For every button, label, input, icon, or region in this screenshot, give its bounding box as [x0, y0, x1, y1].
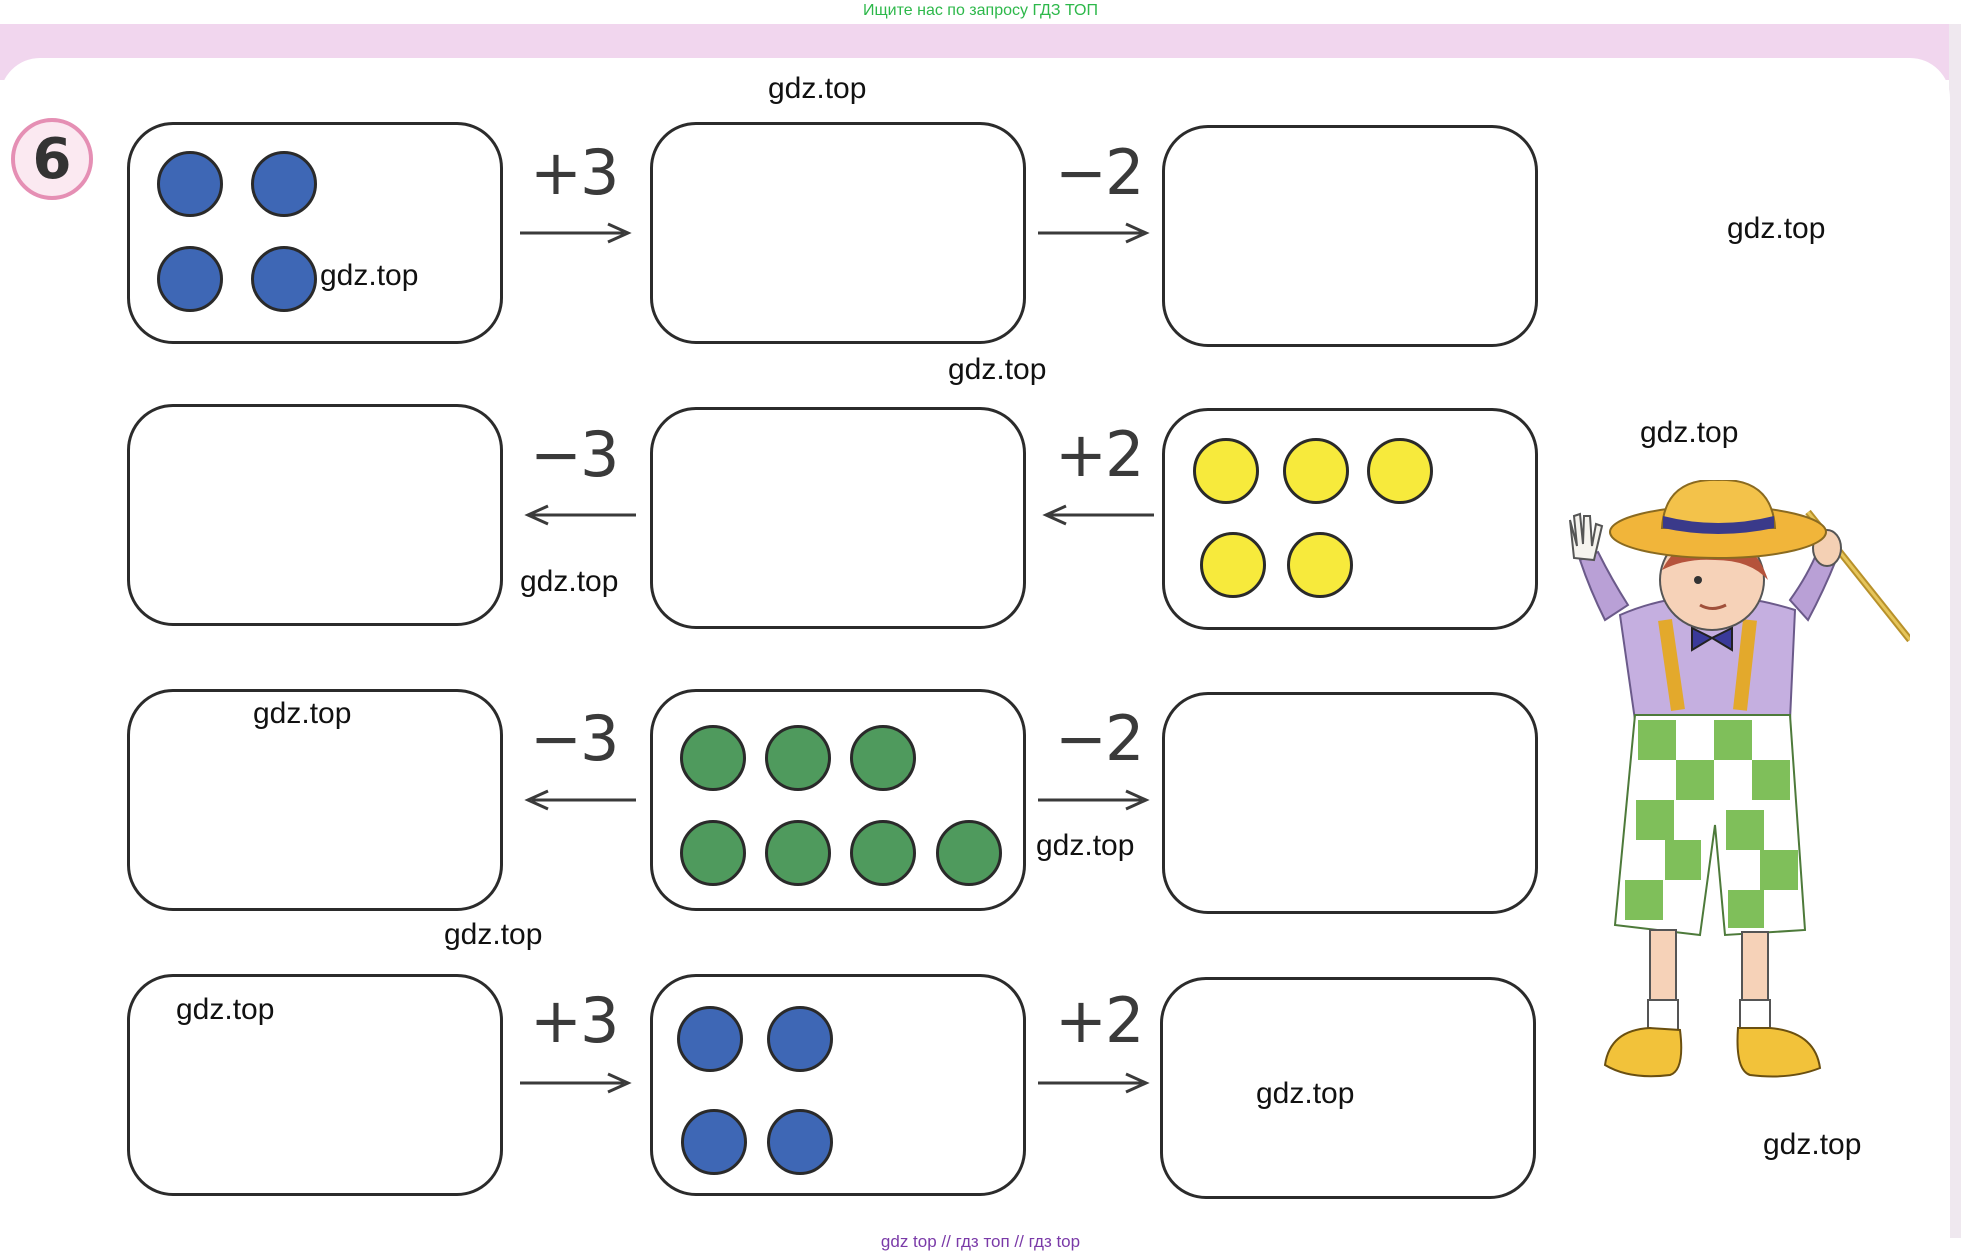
- task-number-badge: 6: [11, 118, 93, 200]
- watermark-text: gdz.top: [176, 993, 275, 1026]
- counter-dot: [1287, 532, 1353, 598]
- watermark-text: gdz.top: [320, 259, 419, 292]
- answer-box-r4-c3[interactable]: [1160, 977, 1536, 1199]
- counter-dot: [1367, 438, 1433, 504]
- counter-dot: [850, 820, 916, 886]
- answer-box-r4-c1[interactable]: [127, 974, 503, 1196]
- operation-label: +2: [1055, 984, 1144, 1057]
- operation-label: +2: [1055, 418, 1144, 491]
- arrow-left-icon: [1042, 504, 1154, 526]
- page-edge: [1949, 24, 1961, 1238]
- watermark-text: gdz.top: [1256, 1077, 1355, 1110]
- counter-dot: [677, 1006, 743, 1072]
- counter-dot: [936, 820, 1002, 886]
- answer-box-r2-c1[interactable]: [127, 404, 503, 626]
- counter-dot: [157, 246, 223, 312]
- operation-label: −2: [1055, 136, 1144, 209]
- operation-label: −2: [1055, 702, 1144, 775]
- arrow-right-icon: [1038, 1072, 1150, 1094]
- arrow-left-icon: [524, 789, 636, 811]
- answer-box-r4-c2: [650, 974, 1026, 1196]
- watermark-text: gdz.top: [520, 565, 619, 598]
- arrow-right-icon: [520, 222, 632, 244]
- counter-dot: [251, 151, 317, 217]
- counter-dot: [765, 820, 831, 886]
- answer-box-r3-c2: [650, 689, 1026, 911]
- watermark-text: gdz.top: [1727, 212, 1826, 245]
- arrow-right-icon: [1038, 222, 1150, 244]
- answer-box-r1-c1: [127, 122, 503, 344]
- watermark-text: gdz.top: [948, 353, 1047, 386]
- operation-label: −3: [530, 418, 619, 491]
- watermark-text: gdz.top: [444, 918, 543, 951]
- counter-dot: [767, 1006, 833, 1072]
- counter-dot: [767, 1109, 833, 1175]
- counter-dot: [680, 820, 746, 886]
- counter-dot: [680, 725, 746, 791]
- counter-dot: [251, 246, 317, 312]
- operation-label: −3: [530, 702, 619, 775]
- answer-box-r1-c2[interactable]: [650, 122, 1026, 344]
- operation-label: +3: [530, 136, 619, 209]
- counter-dot: [765, 725, 831, 791]
- watermark-text: gdz.top: [1763, 1128, 1862, 1161]
- top-banner: Ищите нас по запросу ГДЗ ТОП: [863, 2, 1098, 19]
- arrow-right-icon: [520, 1072, 632, 1094]
- arrow-right-icon: [1038, 789, 1150, 811]
- watermark-text: gdz.top: [1640, 416, 1739, 449]
- answer-box-r1-c3[interactable]: [1162, 125, 1538, 347]
- counter-dot: [681, 1109, 747, 1175]
- counter-dot: [1193, 438, 1259, 504]
- watermark-text: gdz.top: [253, 697, 352, 730]
- boy-illustration: [1569, 480, 1910, 1078]
- answer-box-r2-c3: [1162, 408, 1538, 630]
- watermark-text: gdz.top: [1036, 829, 1135, 862]
- counter-dot: [1283, 438, 1349, 504]
- answer-box-r3-c1[interactable]: [127, 689, 503, 911]
- counter-dot: [157, 151, 223, 217]
- counter-dot: [1200, 532, 1266, 598]
- answer-box-r3-c3[interactable]: [1162, 692, 1538, 914]
- footer-text: gdz top // гдз топ // гдз top: [880, 1232, 1081, 1251]
- operation-label: +3: [530, 984, 619, 1057]
- arrow-left-icon: [524, 504, 636, 526]
- counter-dot: [850, 725, 916, 791]
- answer-box-r2-c2[interactable]: [650, 407, 1026, 629]
- watermark-text: gdz.top: [768, 72, 867, 105]
